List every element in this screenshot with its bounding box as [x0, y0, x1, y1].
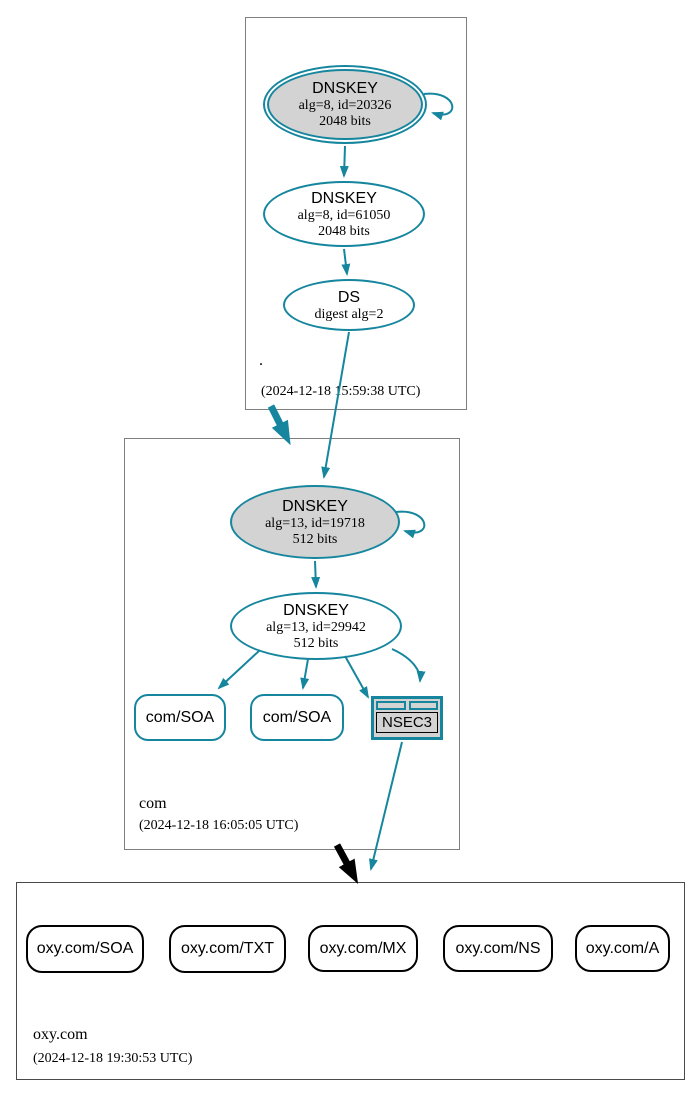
node-oxy-com-a-rrset: oxy.com/A: [575, 925, 670, 972]
node-detail-bits: 2048 bits: [318, 223, 370, 239]
node-oxy-com-soa-rrset: oxy.com/SOA: [26, 925, 144, 973]
nsec3-cell-right: [408, 701, 438, 710]
oxy-com-zone-label: oxy.com: [33, 1026, 88, 1043]
oxy-com-zone-timestamp: (2024-12-18 19:30:53 UTC): [33, 1051, 193, 1066]
node-nsec3: NSEC3: [371, 696, 443, 740]
node-detail-bits: 512 bits: [292, 531, 338, 547]
node-detail-bits: 512 bits: [293, 635, 339, 651]
node-oxy-com-mx-rrset: oxy.com/MX: [308, 925, 418, 972]
cluster-root-zone: [245, 17, 467, 410]
node-root-zsk-dnskey: DNSKEY alg=8, id=61050 2048 bits: [263, 181, 425, 247]
node-com-ds: DS digest alg=2: [283, 279, 415, 331]
com-zone-label: com: [139, 795, 167, 812]
node-detail-alg-id: alg=8, id=20326: [298, 98, 392, 113]
node-detail-alg-id: alg=13, id=29942: [266, 619, 366, 635]
root-zone-timestamp: (2024-12-18 15:59:38 UTC): [261, 384, 421, 399]
node-oxy-com-txt-rrset: oxy.com/TXT: [169, 925, 286, 973]
node-detail-alg-id: alg=13, id=19718: [265, 515, 365, 531]
cluster-com-zone: [124, 438, 460, 850]
nsec3-header-cells: [376, 701, 438, 710]
com-zone-timestamp: (2024-12-18 16:05:05 UTC): [139, 818, 299, 833]
node-oxy-com-ns-rrset: oxy.com/NS: [443, 925, 553, 972]
node-detail-digest: digest alg=2: [314, 306, 384, 322]
node-root-ksk-inner-ellipse: DNSKEY alg=8, id=20326 2048 bits: [267, 69, 423, 140]
node-title: DNSKEY: [312, 80, 378, 97]
root-zone-label: .: [259, 352, 263, 369]
node-com-soa-rrset: com/SOA: [134, 694, 226, 741]
node-title: DNSKEY: [283, 601, 349, 619]
node-root-ksk-dnskey: DNSKEY alg=8, id=20326 2048 bits: [263, 65, 427, 144]
node-title: DS: [337, 288, 361, 306]
node-com-ksk-dnskey: DNSKEY alg=13, id=19718 512 bits: [230, 485, 400, 559]
node-com-zsk-dnskey: DNSKEY alg=13, id=29942 512 bits: [230, 592, 402, 660]
node-detail-bits: 2048 bits: [319, 114, 371, 129]
node-detail-alg-id: alg=8, id=61050: [297, 207, 391, 223]
node-title: DNSKEY: [282, 497, 348, 515]
node-com-soa-rrset-2: com/SOA: [250, 694, 344, 741]
nsec3-label: NSEC3: [376, 712, 438, 733]
nsec3-cell-left: [376, 701, 406, 710]
node-title: DNSKEY: [311, 189, 377, 207]
